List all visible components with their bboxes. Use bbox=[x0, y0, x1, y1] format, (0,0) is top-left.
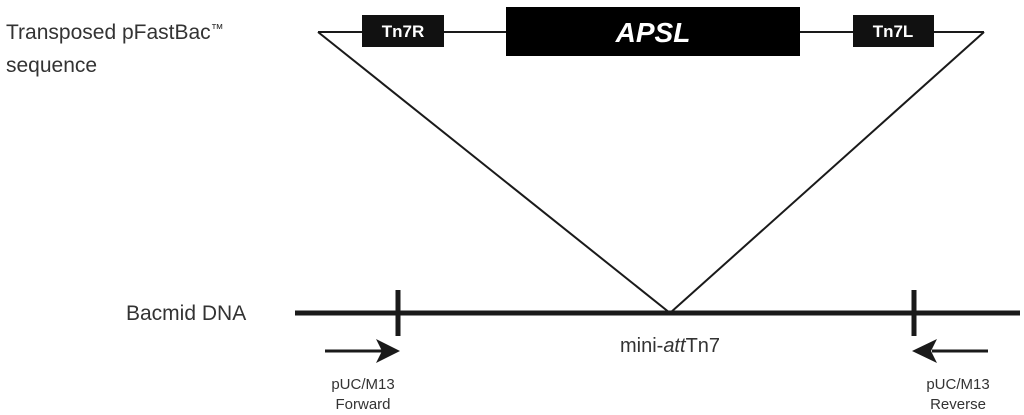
forward-primer-label-line1: pUC/M13 bbox=[331, 376, 394, 393]
transposed-label-line1: Transposed pFastBac™ bbox=[6, 21, 224, 44]
reverse-primer-arrow bbox=[912, 339, 988, 363]
transposed-label-line2: sequence bbox=[6, 54, 97, 77]
tn7r-box bbox=[362, 15, 444, 47]
gene-box bbox=[506, 7, 800, 56]
gene-label: APSL bbox=[615, 17, 691, 48]
bacmid-label: Bacmid DNA bbox=[126, 302, 246, 325]
tn7r-label: Tn7R bbox=[382, 22, 425, 41]
reverse-primer-label-line1: pUC/M13 bbox=[926, 376, 989, 393]
left-insertion-leg bbox=[317, 31, 671, 314]
forward-primer-arrow bbox=[325, 339, 400, 363]
tn7l-box bbox=[853, 15, 934, 47]
site-label: mini-attTn7 bbox=[620, 335, 720, 357]
forward-primer-label-line2: Forward bbox=[335, 396, 390, 413]
tn7l-label: Tn7L bbox=[873, 22, 914, 41]
reverse-primer-label-line2: Reverse bbox=[930, 396, 986, 413]
right-insertion-leg bbox=[669, 31, 985, 314]
